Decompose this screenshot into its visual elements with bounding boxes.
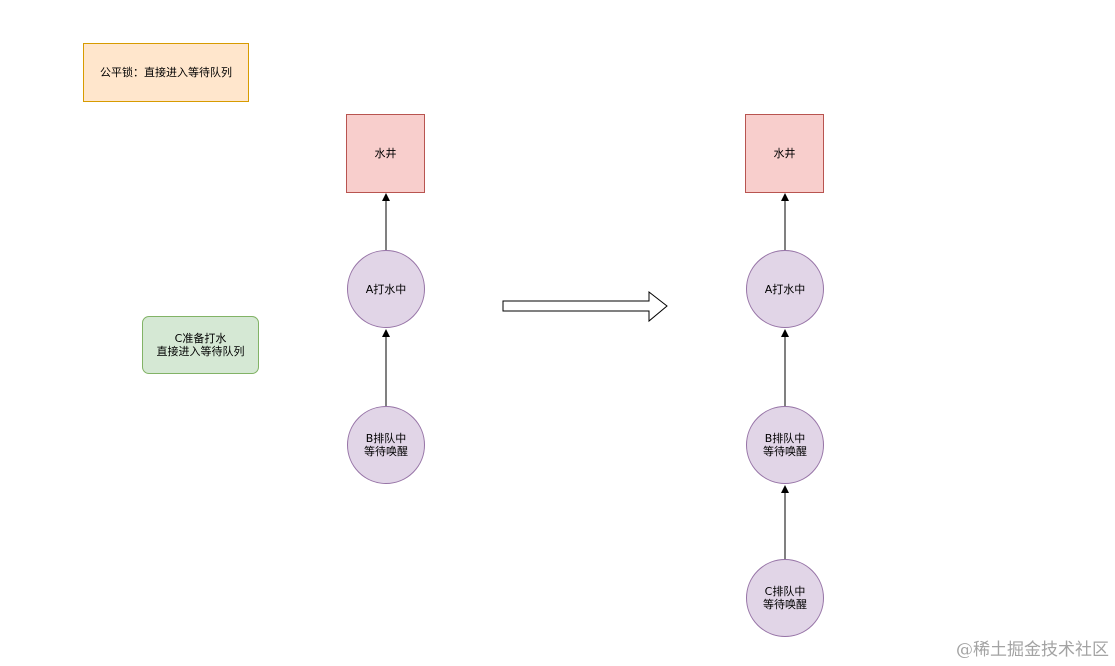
arrowhead-icon — [781, 485, 789, 493]
before-node-a-label: A打水中 — [365, 282, 407, 296]
c-ready-note: C准备打水 直接进入等待队列 — [142, 316, 259, 374]
watermark: @稀土掘金技术社区 — [956, 640, 1109, 660]
before-node-b-label: B排队中 等待唤醒 — [364, 432, 408, 458]
arrowhead-icon — [382, 193, 390, 201]
after-well-label: 水井 — [773, 147, 796, 160]
before-well-label: 水井 — [374, 147, 397, 160]
before-node-b: B排队中 等待唤醒 — [347, 406, 425, 484]
after-node-b: B排队中 等待唤醒 — [746, 406, 824, 484]
arrowhead-icon — [781, 329, 789, 337]
after-node-c: C排队中 等待唤醒 — [746, 559, 824, 637]
after-node-a-label: A打水中 — [764, 282, 806, 296]
fair-lock-note-text: 公平锁：直接进入等待队列 — [100, 66, 232, 79]
fair-lock-note: 公平锁：直接进入等待队列 — [83, 43, 249, 102]
after-node-a: A打水中 — [746, 250, 824, 328]
c-ready-note-text: C准备打水 直接进入等待队列 — [156, 332, 245, 358]
after-well: 水井 — [745, 114, 824, 193]
transition-arrow-icon — [502, 290, 668, 323]
after-node-b-label: B排队中 等待唤醒 — [763, 432, 807, 458]
arrowhead-icon — [382, 329, 390, 337]
before-node-a: A打水中 — [347, 250, 425, 328]
arrowhead-icon — [781, 193, 789, 201]
before-well: 水井 — [346, 114, 425, 193]
after-node-c-label: C排队中 等待唤醒 — [763, 585, 807, 611]
